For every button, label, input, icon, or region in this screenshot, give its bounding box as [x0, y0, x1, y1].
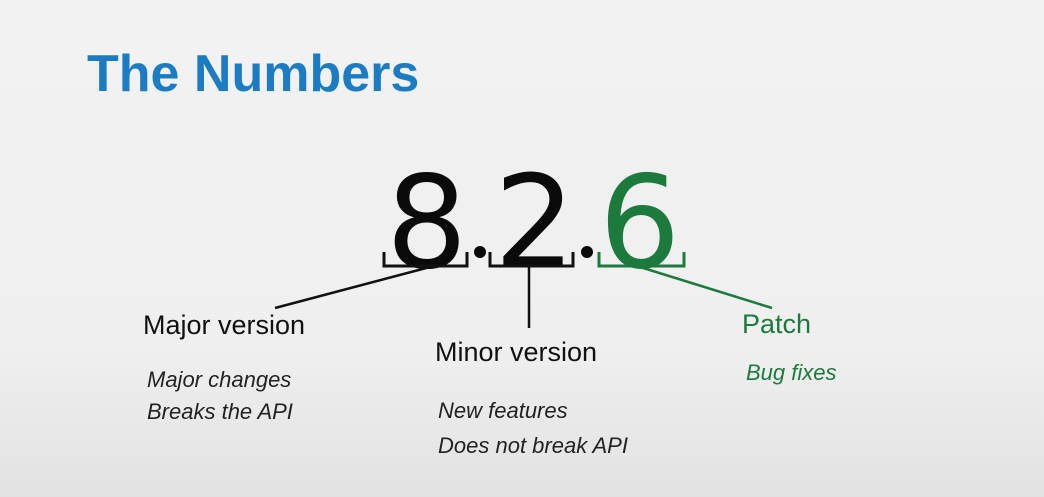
minor-desc-2: Does not break API	[438, 433, 628, 458]
major-desc-2: Breaks the API	[147, 399, 293, 424]
separator-dot	[581, 246, 593, 258]
major-connector	[274, 265, 431, 310]
minor-version-label: Minor version	[435, 337, 598, 367]
slide-title: The Numbers	[87, 45, 420, 103]
minor-desc-1: New features	[438, 398, 568, 423]
major-version-label: Major version	[143, 310, 306, 340]
major-bracket	[382, 252, 469, 268]
patch-label: Patch	[742, 309, 812, 339]
major-desc-1: Major changes	[147, 367, 292, 392]
patch-bracket	[597, 252, 686, 268]
minor-bracket	[488, 252, 575, 268]
patch-desc-1: Bug fixes	[746, 360, 837, 385]
patch-connector	[639, 265, 773, 310]
separator-dot	[474, 246, 486, 258]
